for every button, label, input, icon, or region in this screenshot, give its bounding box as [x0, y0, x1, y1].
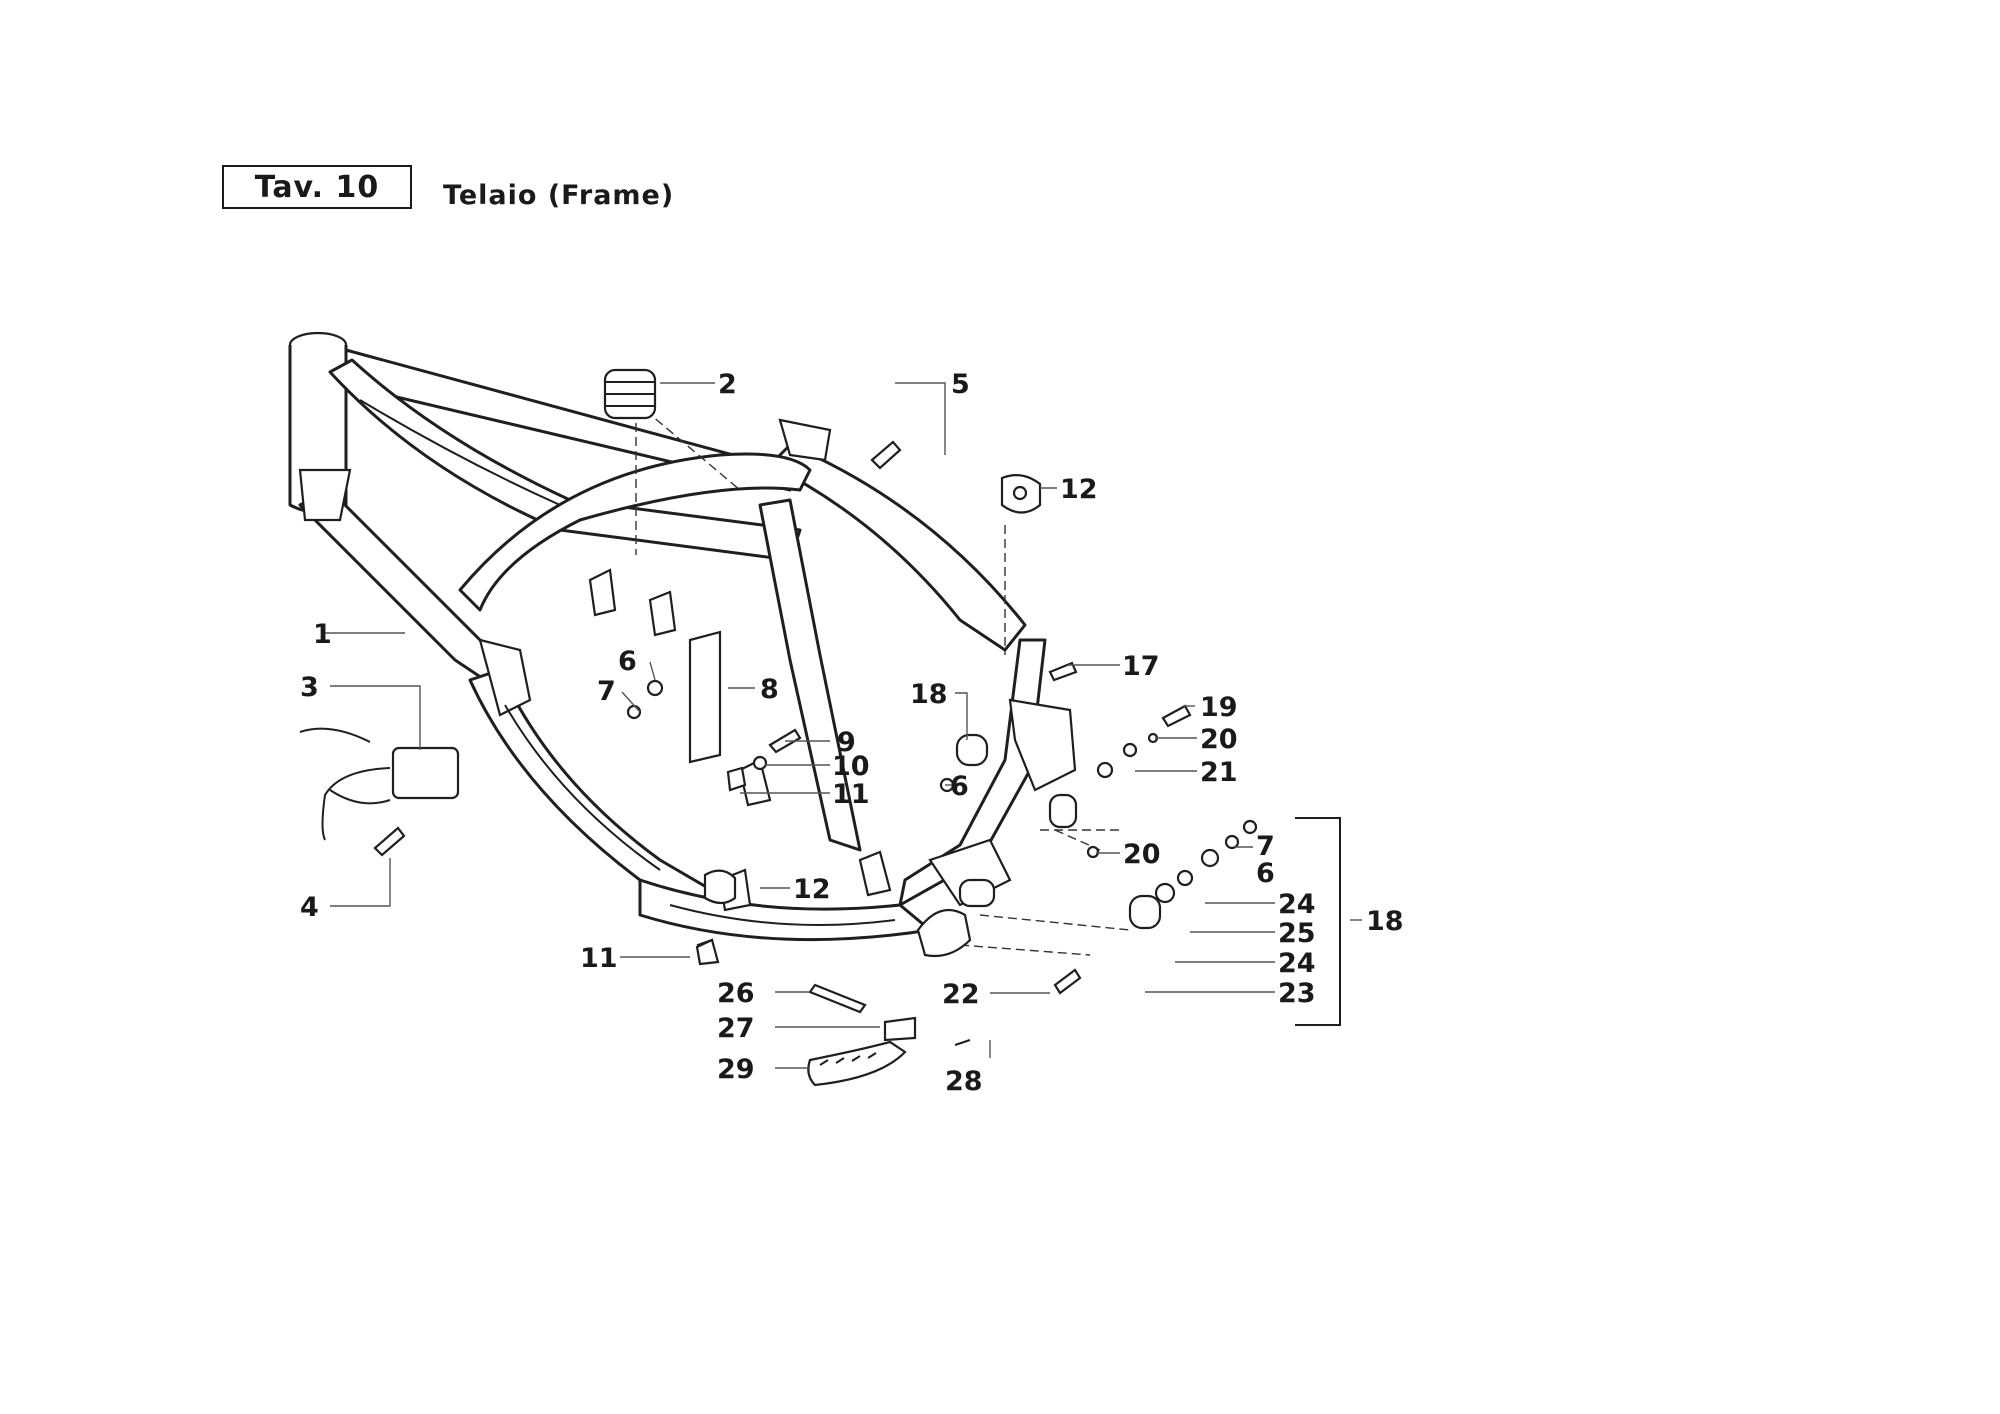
callout-24-lower: 24: [1278, 948, 1316, 979]
callout-2: 2: [718, 369, 737, 400]
callout-25: 25: [1278, 918, 1316, 949]
callout-18-left: 18: [910, 679, 948, 710]
part-3-coil: [299, 727, 460, 841]
part-11-clip-lower: [695, 938, 720, 966]
page-title: Telaio (Frame): [443, 180, 675, 211]
callout-28: 28: [945, 1066, 983, 1097]
callout-21: 21: [1200, 757, 1238, 788]
part-12-bracket-lower: [703, 869, 737, 905]
callout-8: 8: [760, 674, 779, 705]
part-8-plate: [688, 630, 722, 764]
callout-10: 10: [832, 751, 870, 782]
part-2-bellows: [603, 368, 657, 420]
callout-22: 22: [942, 979, 980, 1010]
part-29-footpeg: [807, 1040, 907, 1087]
part-small-hardware: [626, 661, 1258, 1046]
part-12-bracket-upper: [1000, 473, 1042, 514]
callout-3: 3: [300, 672, 319, 703]
callout-1: 1: [313, 619, 332, 650]
part-18-bracket-assembly: [916, 817, 1341, 1026]
callout-17: 17: [1122, 651, 1160, 682]
callout-12-upper: 12: [1060, 474, 1098, 505]
callout-9: 9: [837, 727, 856, 758]
callout-18-group: 18: [1366, 906, 1404, 937]
callout-27: 27: [717, 1013, 755, 1044]
callout-20-lower: 20: [1123, 839, 1161, 870]
callout-23: 23: [1278, 978, 1316, 1009]
plate-number: Tav. 10: [254, 169, 380, 205]
callout-4: 4: [300, 892, 319, 923]
callout-11-lower: 11: [580, 943, 618, 974]
callout-5: 5: [951, 369, 970, 400]
leader-lines: [325, 382, 1362, 1069]
callout-6-middle: 6: [950, 771, 969, 802]
callout-20-upper: 20: [1200, 724, 1238, 755]
part-4-screw: [373, 826, 406, 857]
callout-26: 26: [717, 978, 755, 1009]
callout-7-left: 7: [597, 676, 616, 707]
callout-6-left: 6: [618, 646, 637, 677]
callout-29: 29: [717, 1054, 755, 1085]
plate-number-box: Tav. 10: [222, 165, 412, 209]
callout-7-right: 7: [1256, 831, 1275, 862]
callout-19: 19: [1200, 692, 1238, 723]
callout-labels: 1 2 3 4 5 6 6 6 7 7 8 9 10 11 11 12 12 1…: [300, 369, 1404, 1097]
frame-drawing: [288, 331, 1131, 956]
callout-24-upper: 24: [1278, 889, 1316, 920]
part-5-bolt: [870, 440, 902, 470]
callout-11-upper: 11: [832, 779, 870, 810]
callout-12-lower: 12: [793, 874, 831, 905]
callout-6-right: 6: [1256, 858, 1275, 889]
